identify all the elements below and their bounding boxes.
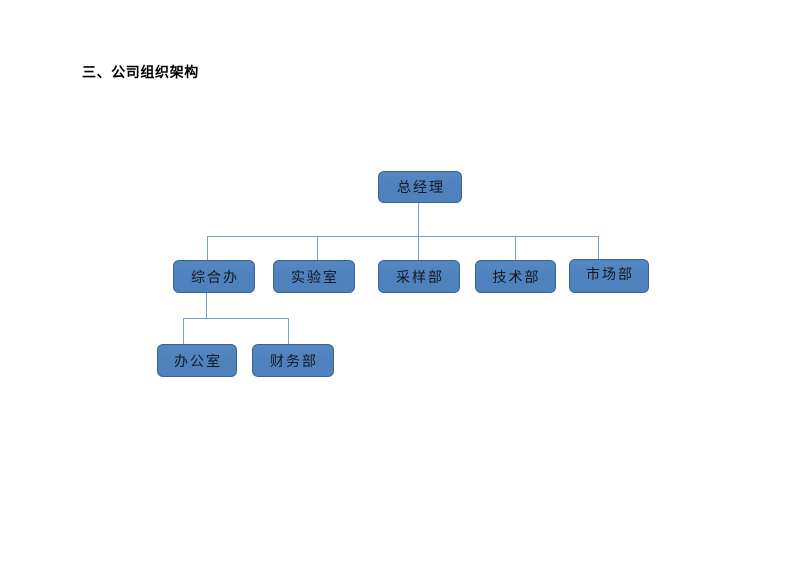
connector-general-office-stem [206, 293, 207, 318]
org-node-label: 采样部 [396, 269, 444, 286]
org-node-laboratory: 实验室 [273, 260, 355, 293]
connector-drop-office [183, 318, 184, 344]
connector-drop-general-office [207, 236, 208, 260]
org-node-label: 总经理 [397, 180, 445, 196]
org-node-office: 办公室 [157, 344, 237, 377]
org-node-label: 实验室 [291, 269, 339, 286]
org-node-label: 市场部 [586, 267, 634, 283]
section-heading: 三、公司组织架构 [82, 65, 199, 81]
connector-drop-laboratory [317, 236, 318, 260]
org-node-finance-dept: 财务部 [252, 344, 334, 377]
org-node-technology-dept: 技术部 [475, 260, 556, 293]
org-node-label: 技术部 [492, 269, 541, 286]
org-node-general-office: 综合办 [173, 260, 255, 293]
connector-drop-marketing-dept [598, 236, 599, 259]
connector-drop-finance-dept [288, 318, 289, 344]
org-node-label: 办公室 [174, 353, 222, 370]
org-node-label: 财务部 [270, 353, 318, 370]
connector-root-stem [418, 203, 419, 236]
connector-level3-bar [183, 318, 289, 319]
connector-drop-technology-dept [515, 236, 516, 260]
connector-level2-bar [207, 236, 599, 237]
org-node-sampling-dept: 采样部 [378, 260, 460, 293]
connector-drop-sampling-dept [418, 236, 419, 260]
org-node-general-manager: 总经理 [378, 171, 462, 203]
org-node-marketing-dept: 市场部 [569, 259, 649, 293]
org-node-label: 综合办 [191, 269, 239, 286]
